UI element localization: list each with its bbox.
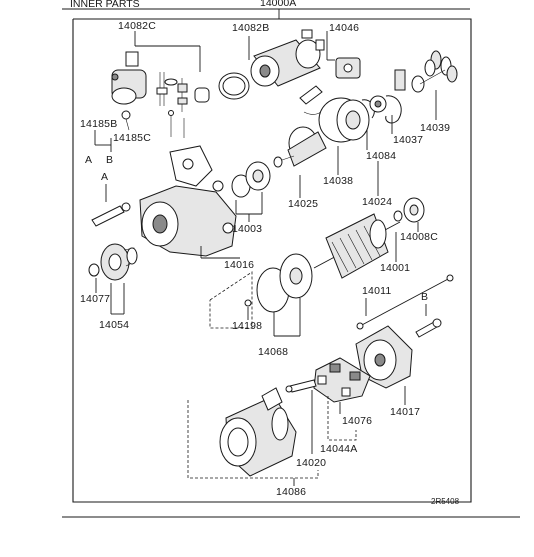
callout-14020: 14020 [296,457,326,469]
bolt-a [91,202,131,227]
gear-14038 [318,97,370,143]
callout-14076: 14076 [342,415,372,427]
bearing-set-14039 [394,50,458,93]
bearing-14024 [393,197,425,223]
callout-14086: 14086 [276,486,306,498]
screw-b [415,318,442,338]
brush-holder-14076 [313,357,371,403]
callout-14038: 14038 [323,175,353,187]
terminal-kit-14082c [111,51,210,138]
ref-b-left: B [106,154,113,166]
lever-14046 [299,57,361,115]
yoke-14086 [219,387,297,477]
callout-14185b: 14185B [80,118,117,130]
ref-a-left: A [85,154,92,166]
group-14068-box [209,271,253,329]
callout-14037: 14037 [393,134,423,146]
callout-14185c: 14185C [113,132,151,144]
clutch-14037 [361,95,402,124]
bearings-14003 [231,161,271,198]
callout-14001: 14001 [380,262,410,274]
callout-14025: 14025 [288,198,318,210]
callout-14008c: 14008C [400,231,438,243]
pinion-14054 [88,243,138,281]
callout-14198: 14198 [232,320,262,332]
callout-14039: 14039 [420,122,450,134]
callout-14016: 14016 [224,259,254,271]
callout-14054: 14054 [99,319,129,331]
front-housing-14016 [139,145,237,257]
field-frame-14068 [244,253,313,313]
callout-14044a: 14044A [320,443,357,455]
callout-14011: 14011 [362,285,391,297]
group-14044a-box [327,396,357,441]
armature-14001 [313,213,401,279]
callout-14046: 14046 [329,22,359,34]
callout-14084: 14084 [366,150,396,162]
screw-14020 [285,379,317,393]
shaft-14025 [273,126,327,168]
rear-cover-14017 [355,325,413,389]
callout-14003: 14003 [232,223,262,235]
callout-14077: 14077 [80,293,110,305]
ref-b-right: B [421,291,428,303]
assembly-number: 14000A [260,0,296,9]
through-bolt-14011 [356,274,454,330]
callout-14068: 14068 [258,346,288,358]
callout-14082b: 14082B [232,22,269,34]
solenoid-14082b [218,29,325,100]
section-title: INNER PARTS [70,0,140,10]
ref-a-mid: A [101,171,108,183]
callout-14082c: 14082C [118,20,156,32]
group-14086-box [187,400,319,479]
drawing-code: 2R5408 [431,497,460,506]
assembly-frame [72,18,472,503]
callout-14024: 14024 [362,196,392,208]
callout-14017: 14017 [390,406,420,418]
